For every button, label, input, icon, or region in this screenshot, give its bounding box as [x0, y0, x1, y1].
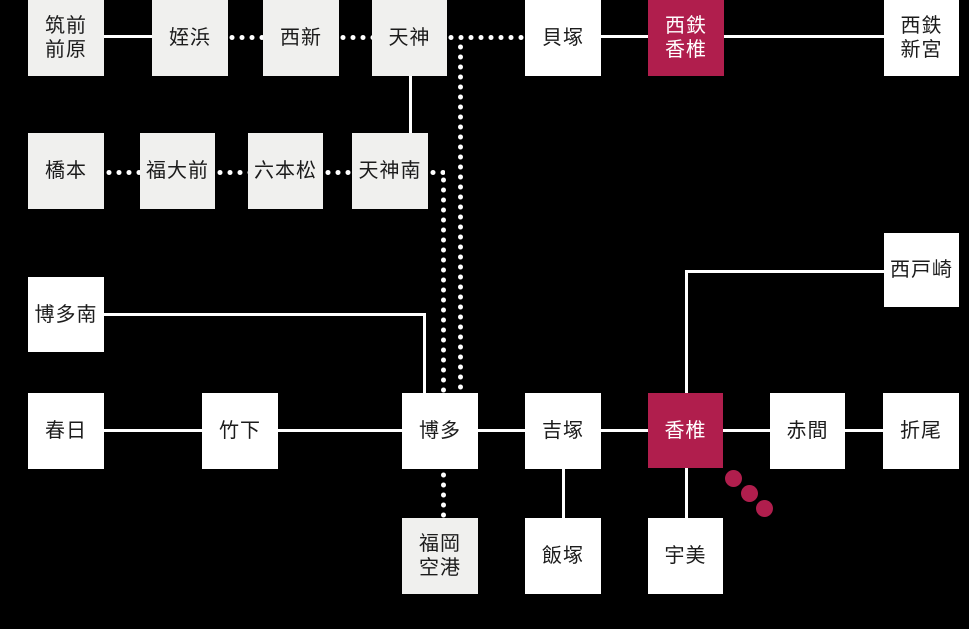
rail-segment-dotted-tenjin-minami/hakata — [441, 175, 446, 393]
station-saitozaki[interactable]: 西戸崎 — [884, 233, 959, 307]
station-label-line: 姪浜 — [169, 27, 211, 49]
line-continuation-dot-3 — [755, 499, 773, 517]
station-label-line: 橋本 — [45, 160, 87, 182]
station-label-line: 飯塚 — [542, 545, 584, 567]
station-fukudaimae[interactable]: 福大前 — [140, 133, 215, 209]
line-continuation-dot-1 — [724, 469, 742, 487]
station-label-line: 西新 — [280, 27, 322, 49]
rail-segment-solid-kashii/akama — [723, 429, 770, 432]
station-label-line: 赤間 — [786, 420, 829, 442]
station-fukuoka-airport[interactable]: 福岡空港 — [402, 518, 478, 594]
rail-segment-solid-kaizuka/nishitetsu-kashii — [600, 35, 648, 38]
station-yoshizuka[interactable]: 吉塚 — [525, 393, 601, 469]
rail-segment-dotted-tenjin/hakata — [458, 42, 463, 393]
station-label-line: 西戸崎 — [890, 259, 953, 281]
station-kashii[interactable]: 香椎 — [648, 393, 723, 468]
rail-segment-dotted-ropponmatsu/tenjin-minami — [323, 170, 352, 175]
rail-segment-solid-elbow/saitozaki — [685, 270, 884, 273]
rail-segment-solid-takeshita/hakata — [278, 429, 402, 432]
rail-segment-solid-nishitetsu-kashii/nishitetsu-shingu — [723, 35, 884, 38]
station-label-line: 新宮 — [900, 39, 943, 61]
rail-segment-solid-kasuga/takeshita — [104, 429, 202, 432]
rail-segment-solid-hakata-minami/elbow — [104, 313, 425, 316]
rail-segment-dotted-hashimoto/fukudaimae — [104, 170, 140, 175]
station-nishitetsu-shingu[interactable]: 西鉄新宮 — [884, 0, 959, 76]
station-akama[interactable]: 赤間 — [770, 393, 845, 469]
station-hakata-minami[interactable]: 博多南 — [28, 277, 104, 352]
station-label-line: 貝塚 — [542, 27, 584, 49]
station-label-line: 竹下 — [219, 420, 261, 442]
station-label-line: 宇美 — [664, 545, 707, 567]
rail-segment-dotted-tenjin-minami/elbow — [428, 170, 445, 175]
rail-segment-dotted-hakata/fukuoka-airport — [441, 470, 446, 518]
station-label-line: 春日 — [45, 420, 87, 442]
rail-segment-solid-kashii/umi — [685, 468, 688, 518]
station-label-line: 吉塚 — [542, 420, 584, 442]
rail-segment-dotted-meinohama/nishijin — [227, 35, 264, 40]
station-hashimoto[interactable]: 橋本 — [28, 133, 104, 209]
station-iizuka[interactable]: 飯塚 — [525, 518, 601, 594]
station-label-line: 天神 — [388, 27, 431, 49]
rail-segment-solid-chikuzen-maebaru/meinohama — [104, 35, 153, 38]
station-label-line: 博多南 — [34, 303, 98, 326]
station-label-line: 天神南 — [358, 160, 422, 182]
station-chikuzen-maebaru[interactable]: 筑前前原 — [28, 0, 104, 76]
rail-segment-solid-kashii/elbow — [685, 270, 688, 393]
station-ropponmatsu[interactable]: 六本松 — [248, 133, 323, 209]
rail-segment-solid-hakata/yoshizuka — [478, 429, 525, 432]
station-label-line: 前原 — [45, 39, 87, 61]
station-label-line: 福岡 — [419, 533, 461, 555]
station-nishitetsu-kashii[interactable]: 西鉄香椎 — [648, 0, 724, 76]
station-label-line: 筑前 — [45, 15, 87, 37]
station-label-line: 西鉄 — [665, 15, 707, 37]
station-label-line: 折尾 — [900, 420, 942, 442]
station-takeshita[interactable]: 竹下 — [202, 393, 278, 469]
station-orio[interactable]: 折尾 — [883, 393, 959, 469]
station-kaizuka[interactable]: 貝塚 — [525, 0, 601, 76]
rail-segment-solid-tenjin/tenjin-minami — [409, 76, 412, 133]
station-umi[interactable]: 宇美 — [648, 518, 723, 594]
rail-segment-dotted-nishijin/tenjin — [338, 35, 373, 40]
station-meinohama[interactable]: 姪浜 — [152, 0, 228, 76]
rail-segment-solid-yoshizuka/iizuka — [562, 469, 565, 518]
station-kasuga[interactable]: 春日 — [28, 393, 104, 469]
line-continuation-dot-2 — [740, 484, 758, 502]
station-label-line: 香椎 — [665, 39, 707, 61]
rail-segment-solid-akama/orio — [845, 429, 883, 432]
station-hakata[interactable]: 博多 — [402, 393, 478, 469]
station-label-line: 香椎 — [664, 419, 707, 442]
rail-segment-solid-yoshizuka/kashii — [601, 429, 648, 432]
station-label-line: 福大前 — [146, 160, 209, 182]
rail-segment-dotted-fukudaimae/ropponmatsu — [215, 170, 248, 175]
station-label-line: 六本松 — [254, 160, 317, 182]
station-tenjin-minami[interactable]: 天神南 — [352, 133, 428, 209]
station-label-line: 博多 — [419, 420, 461, 442]
station-nishijin[interactable]: 西新 — [263, 0, 339, 76]
rail-segment-dotted-tenjin/kaizuka — [446, 35, 525, 40]
station-tenjin[interactable]: 天神 — [372, 0, 447, 76]
rail-segment-solid-elbow/hakata — [423, 313, 426, 393]
station-label-line: 西鉄 — [900, 15, 943, 37]
station-label-line: 空港 — [419, 557, 461, 579]
